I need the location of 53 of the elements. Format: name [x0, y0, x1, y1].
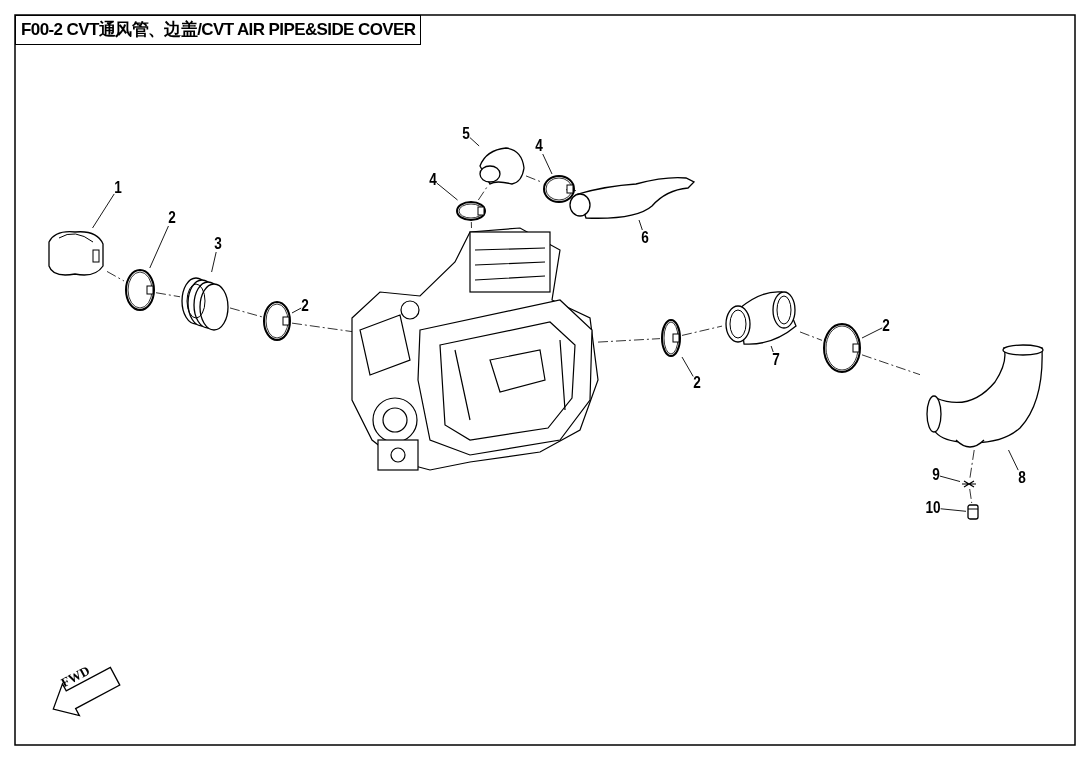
- hose-clamp: [455, 200, 487, 222]
- leader-line: [1008, 449, 1019, 471]
- centre-line: [106, 271, 125, 282]
- centre-line: [229, 307, 263, 318]
- callout-number: 2: [882, 318, 890, 334]
- leader-line: [436, 182, 458, 201]
- callout-number: 10: [925, 500, 941, 516]
- callout-number: 4: [429, 172, 437, 188]
- centre-line: [525, 175, 543, 183]
- leader-line: [939, 475, 961, 482]
- leader-line: [92, 193, 115, 229]
- leader-line: [469, 137, 480, 147]
- callout-number: 7: [772, 352, 780, 368]
- centre-line: [291, 322, 353, 332]
- centre-line: [470, 221, 472, 229]
- engine-drawing: [351, 227, 599, 471]
- hose-clamp: [660, 318, 682, 358]
- hose-clamp: [542, 174, 576, 204]
- callout-number: 8: [1018, 470, 1026, 486]
- leader-line: [681, 356, 694, 377]
- callout-number: 6: [641, 230, 649, 246]
- title-box: F00-2 CVT通风管、边盖/CVT AIR PIPE&SIDE COVER: [15, 15, 422, 45]
- clip: [960, 479, 978, 489]
- callout-number: 2: [693, 375, 701, 391]
- callout-number: 9: [932, 467, 940, 483]
- centre-line: [969, 449, 975, 480]
- leader-line: [861, 327, 883, 339]
- leader-line: [542, 153, 553, 175]
- elbow-pipe: [476, 146, 526, 186]
- centre-line: [155, 292, 181, 298]
- centre-line: [969, 488, 973, 504]
- leader-line: [638, 219, 643, 231]
- leader-line: [940, 508, 967, 512]
- centre-line: [597, 338, 661, 343]
- hose-clamp: [262, 300, 292, 342]
- centre-line: [861, 354, 921, 376]
- leader-line: [211, 251, 217, 273]
- callout-number: 5: [462, 126, 470, 142]
- leader-line: [291, 307, 302, 314]
- callout-number: 2: [301, 298, 309, 314]
- callout-number: 2: [168, 210, 176, 226]
- callout-number: 1: [114, 180, 122, 196]
- leader-line: [770, 345, 774, 353]
- centre-line: [681, 325, 723, 336]
- callout-number: 3: [214, 236, 222, 252]
- centre-line: [477, 185, 489, 201]
- hose-clamp: [124, 268, 156, 312]
- leader-line: [149, 225, 169, 269]
- drain-plug: [966, 503, 980, 521]
- direction-label: FWD: [58, 663, 92, 690]
- callout-number: 4: [535, 138, 543, 154]
- hose-clamp: [822, 322, 862, 374]
- centre-line: [799, 331, 823, 341]
